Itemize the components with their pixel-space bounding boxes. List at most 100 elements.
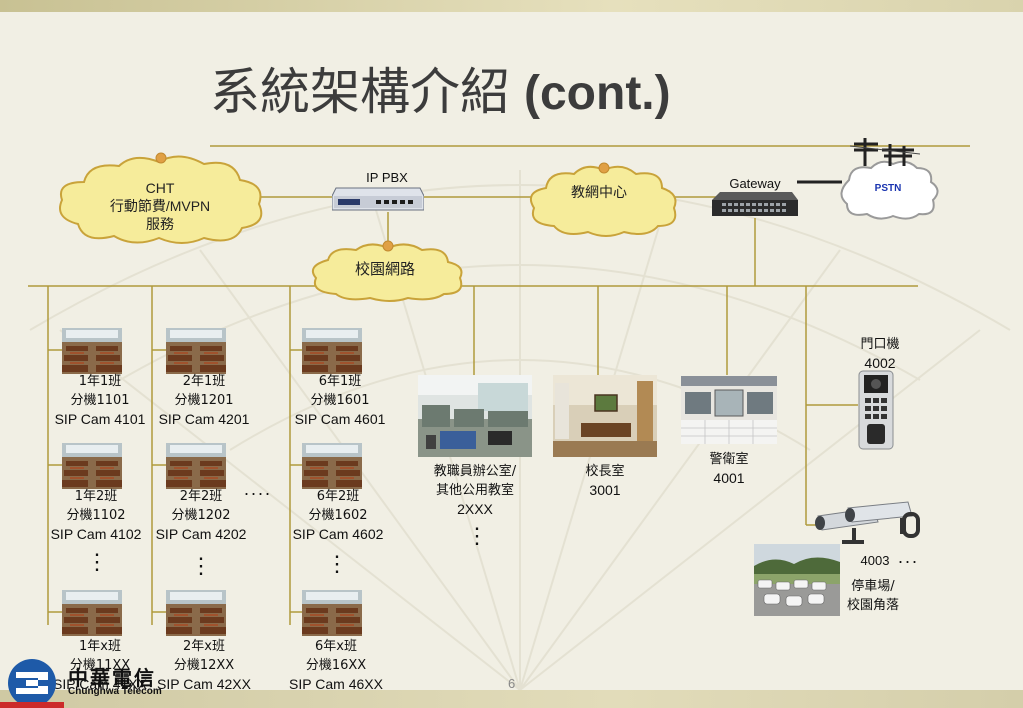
staff-office-photo	[418, 375, 532, 457]
classroom-label-2-1: 2年1班 分機1201 SIP Cam 4201	[146, 372, 262, 429]
class-ext: 分機1601	[310, 393, 370, 408]
principal-office-label: 校長室 3001	[553, 462, 657, 500]
class-ext: 分機12XX	[173, 658, 235, 673]
slide-title: 系統架構介紹 (cont.)	[210, 52, 671, 124]
class-cam: SIP Cam 4101	[54, 411, 146, 427]
cloud-cht	[59, 152, 263, 244]
classroom-label-1-1: 1年1班 分機1101 SIP Cam 4101	[42, 372, 158, 429]
guard-ext: 4001	[713, 470, 745, 486]
cloud-edu-center-label: 教網中心	[571, 185, 627, 201]
class-name: 1年1班	[78, 374, 122, 389]
cht-line-3: 服務	[146, 216, 174, 232]
classroom-label-6-x: 6年x班 分機16XX SIP Cam 46XX	[278, 637, 394, 694]
top-bar	[0, 0, 1023, 12]
class-cam: SIP Cam 4202	[155, 526, 247, 542]
gateway-label: Gateway	[729, 176, 781, 191]
class-name: 2年1班	[182, 374, 226, 389]
title-cont: (cont.)	[524, 67, 671, 120]
ip-camera-icon	[815, 501, 920, 544]
class-ext: 分機16XX	[305, 658, 367, 673]
class-name: 6年x班	[315, 639, 357, 654]
door-station-label: 門口機 4002	[845, 335, 915, 373]
class-cam: SIP Cam 4601	[294, 411, 386, 427]
parking-line-1: 停車場/	[851, 579, 895, 594]
class-name: 1年x班	[79, 639, 121, 654]
class-name: 2年2班	[179, 489, 223, 504]
ip-pbx-device	[332, 187, 424, 211]
principal-name: 校長室	[585, 464, 625, 479]
cht-line-2: 行動節費/MVPN	[109, 198, 211, 214]
telephone-pole-icon	[850, 138, 920, 166]
classroom-photo-2-1	[166, 328, 226, 374]
vertical-ellipsis-col1: ⋮	[86, 549, 108, 574]
classroom-photo-1-2	[62, 443, 122, 489]
guard-room-label: 警衛室 4001	[681, 450, 777, 488]
cloud-edu-center	[530, 162, 677, 237]
page-number: 6	[508, 676, 516, 691]
cloud-campus-label: 校園網路	[354, 260, 415, 278]
class-ext: 分機1102	[66, 508, 126, 523]
class-ext: 分機1602	[308, 508, 368, 523]
classroom-label-2-x: 2年x班 分機12XX SIP Cam 42XX	[146, 637, 262, 694]
class-name: 2年x班	[183, 639, 225, 654]
staff-line-2: 其他公用教室	[435, 483, 514, 498]
classroom-label-1-x: 1年x班 分機11XX SIP Cam 41XX	[42, 637, 158, 689]
classroom-photo-2-x	[166, 590, 226, 636]
classroom-photo-6-2	[302, 443, 362, 489]
class-cam: SIP Cam 4102	[50, 526, 142, 542]
vertical-ellipsis-staff: ⋮	[466, 523, 488, 548]
door-station-device	[858, 370, 894, 450]
bottom-bar	[0, 690, 1023, 708]
door-name: 門口機	[860, 337, 900, 352]
camera-ext: 4003	[860, 553, 890, 568]
classroom-photo-6-x	[302, 590, 362, 636]
classroom-label-6-2: 6年2班 分機1602 SIP Cam 4602	[280, 487, 396, 544]
principal-ext: 3001	[589, 482, 621, 498]
class-cam: SIP Cam 42XX	[157, 676, 251, 692]
class-cam: SIP Cam 4201	[158, 411, 250, 427]
ip-pbx-label: IP PBX	[366, 170, 408, 185]
class-name: 6年2班	[316, 489, 360, 504]
cloud-pstn-label: PSTN	[874, 183, 902, 194]
title-chinese: 系統架構介紹	[210, 63, 510, 121]
classroom-photo-1-1	[62, 328, 122, 374]
horizontal-ellipsis: ....	[244, 479, 273, 499]
class-ext: 分機1202	[171, 508, 231, 523]
vertical-ellipsis-col2: ⋮	[190, 553, 212, 578]
class-name: 1年2班	[74, 489, 118, 504]
cloud-cht-label: CHT 行動節費/MVPN 服務	[70, 179, 250, 233]
parking-line-2: 校園角落	[846, 598, 899, 613]
cloud-pstn	[840, 160, 939, 220]
door-ext: 4002	[864, 355, 896, 371]
horizontal-ellipsis-camera: ...	[898, 547, 920, 567]
staff-ext: 2XXX	[457, 501, 493, 517]
parking-label: 停車場/ 校園角落	[838, 577, 908, 615]
vertical-ellipsis-col3: ⋮	[326, 551, 348, 576]
classroom-label-6-1: 6年1班 分機1601 SIP Cam 4601	[282, 372, 398, 429]
class-cam: SIP Cam 4602	[292, 526, 384, 542]
class-cam: SIP Cam 41XX	[53, 676, 147, 689]
gateway-switch	[712, 192, 798, 216]
class-ext: 分機11XX	[69, 658, 131, 673]
classroom-photo-6-1	[302, 328, 362, 374]
classroom-label-1-2: 1年2班 分機1102 SIP Cam 4102	[38, 487, 154, 544]
parking-lot-photo	[754, 544, 840, 616]
staff-office-label: 教職員辦公室/ 其他公用教室 2XXX	[410, 462, 540, 519]
class-ext: 分機1201	[174, 393, 234, 408]
guard-room-photo	[681, 376, 777, 444]
guard-name: 警衛室	[709, 452, 749, 467]
logo-chinese-name: 中華電信	[68, 666, 156, 690]
chunghwa-logo-icon	[0, 659, 64, 708]
classroom-photo-1-x	[62, 590, 122, 636]
principal-office-photo	[553, 375, 657, 457]
logo-english-name: Chunghwa Telecom	[68, 686, 162, 697]
class-ext: 分機1101	[70, 393, 130, 408]
class-cam: SIP Cam 46XX	[289, 676, 383, 692]
staff-line-1: 教職員辦公室/	[433, 464, 517, 479]
class-name: 6年1班	[318, 374, 362, 389]
cloud-campus	[312, 240, 463, 302]
classroom-label-2-2: 2年2班 分機1202 SIP Cam 4202	[143, 487, 259, 544]
cht-line-1: CHT	[145, 180, 175, 196]
classroom-photo-2-2	[166, 443, 226, 489]
